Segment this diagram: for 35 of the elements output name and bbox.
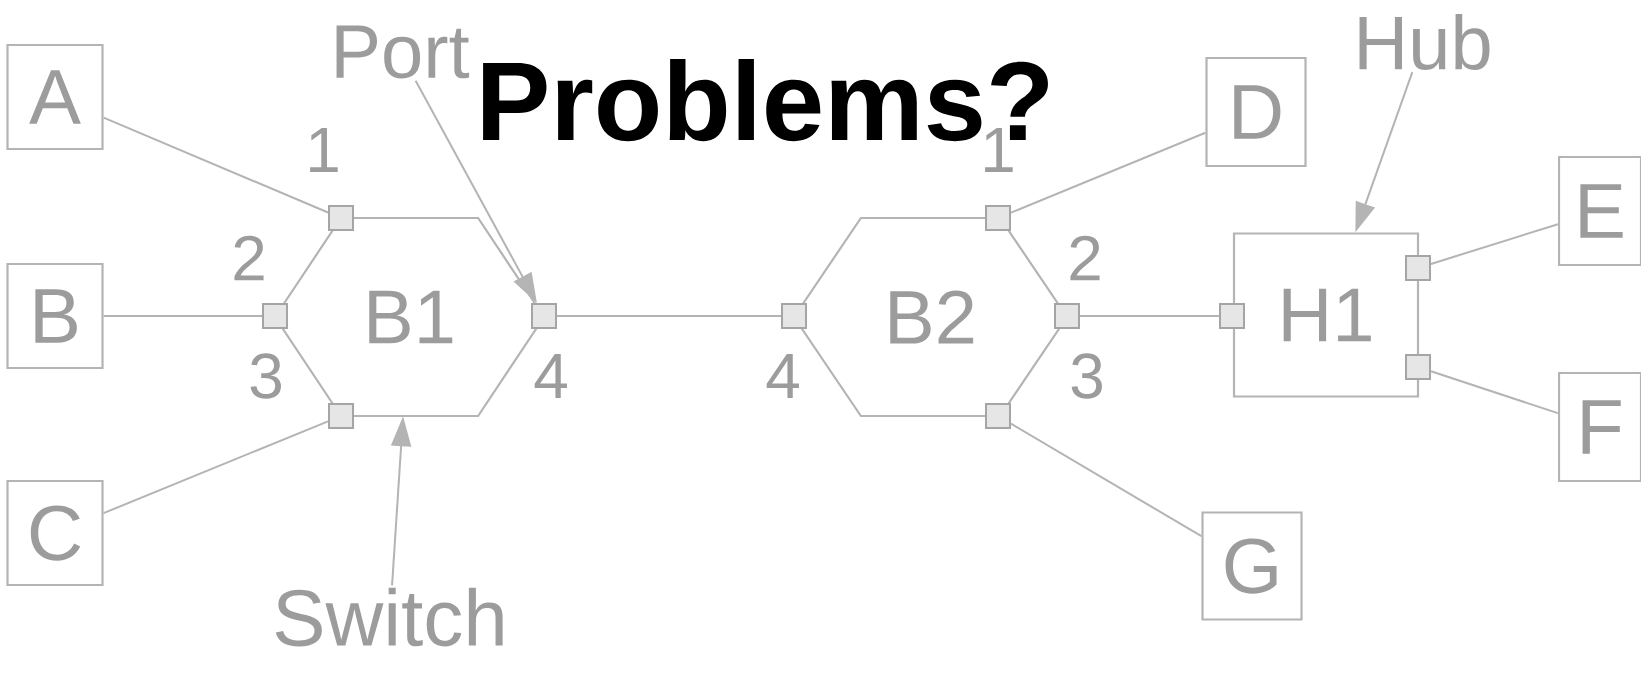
port-number: 2 xyxy=(1070,235,1100,281)
hub-box: H1 xyxy=(1232,232,1420,398)
port-square xyxy=(985,403,1011,429)
connection-line xyxy=(556,315,782,317)
connection-line xyxy=(102,315,263,317)
port-square xyxy=(531,303,557,329)
device-box: G xyxy=(1201,511,1303,621)
device-box: D xyxy=(1205,56,1307,168)
callout-text: Switch xyxy=(275,587,503,647)
port-square xyxy=(328,403,354,429)
connection-line xyxy=(1430,223,1559,265)
port-square xyxy=(1405,354,1431,380)
device-box: B xyxy=(6,262,104,370)
port-square xyxy=(1405,255,1431,281)
device-box: C xyxy=(6,479,104,587)
port-square xyxy=(1054,303,1080,329)
port-square xyxy=(328,205,354,231)
port-number: 3 xyxy=(1071,353,1102,399)
device-box: F xyxy=(1557,371,1641,483)
port-square xyxy=(1219,303,1245,329)
port-number: 1 xyxy=(310,128,338,172)
port-square xyxy=(781,303,807,329)
connection-line xyxy=(1010,131,1207,214)
device-box: E xyxy=(1557,155,1641,267)
port-number: 2 xyxy=(234,235,264,281)
connection-line xyxy=(102,420,329,515)
connection-line xyxy=(1079,315,1220,317)
callout-text: Port xyxy=(336,25,470,79)
port-square xyxy=(262,303,288,329)
callout-text: Hub xyxy=(1359,14,1490,70)
port-square xyxy=(985,205,1011,231)
connection-line xyxy=(102,116,329,214)
device-box: A xyxy=(6,43,104,151)
connection-line xyxy=(1010,422,1203,538)
connection-line xyxy=(1430,370,1559,415)
